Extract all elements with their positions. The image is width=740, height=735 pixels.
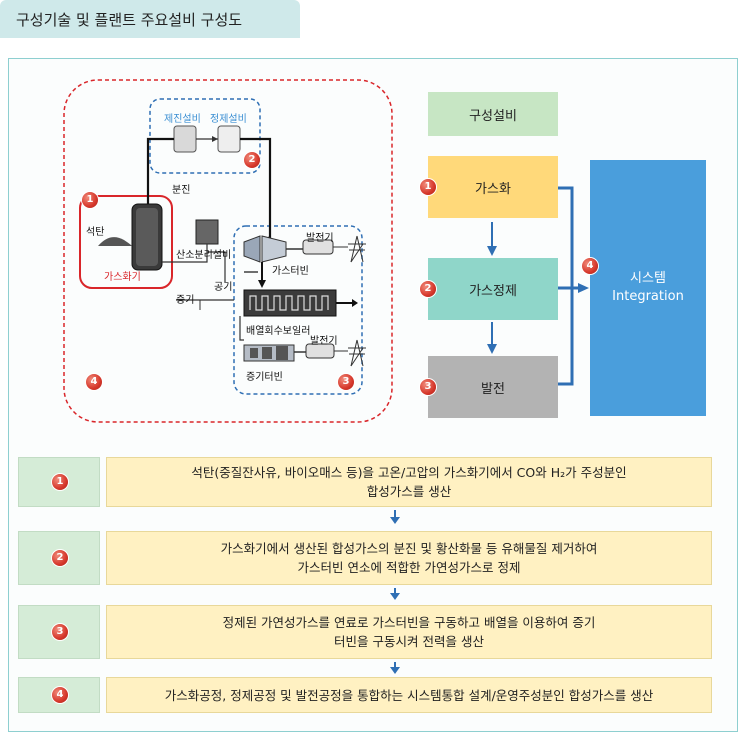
asu-unit	[195, 219, 219, 245]
step-1-line2: 합성가스를 생산	[366, 484, 452, 499]
step-4-badge: 4	[52, 687, 68, 703]
step-4-text: 가스화공정, 정제공정 및 발전공정을 통합하는 시스템통합 설계/운영주성분인…	[106, 677, 712, 713]
step-2-line2: 가스터빈 연소에 적합한 가연성가스로 정제	[297, 560, 521, 575]
step-arrow-2-head	[390, 593, 400, 600]
flow-gas-cleanup: 가스정제	[428, 258, 558, 320]
badge-1-flow: 1	[420, 179, 436, 195]
power-tower-bottom	[348, 339, 366, 367]
hrsg-label: 배열회수보일러	[246, 326, 311, 337]
purification-label: 정제설비	[210, 114, 247, 125]
flow-gasification: 가스화	[428, 156, 558, 218]
step-4-number-cell: 4	[18, 677, 100, 713]
purification-vessel	[217, 125, 241, 153]
cleanup-boundary	[149, 98, 261, 174]
step-1-badge: 1	[52, 474, 68, 490]
flow-header: 구성설비	[428, 92, 558, 136]
gas-turbine-label: 가스터빈	[272, 266, 309, 277]
flow-power-label: 발전	[481, 381, 505, 397]
step-2-text: 가스화기에서 생산된 합성가스의 분진 및 황산화물 등 유해물질 제거하여 가…	[106, 531, 712, 585]
step-arrow-3-head	[390, 667, 400, 674]
hrsg-unit	[243, 289, 337, 317]
title-tab: 구성기술 및 플랜트 주요설비 구성도	[0, 0, 300, 38]
coal-label: 석탄	[86, 227, 105, 238]
step-1-text: 석탄(중질잔사유, 바이오매스 등)을 고온/고압의 가스화기에서 CO와 H₂…	[106, 457, 712, 507]
badge-4-flow: 4	[582, 258, 598, 274]
badge-2-flow: 2	[420, 281, 436, 297]
step-3-badge: 3	[52, 624, 68, 640]
step-3-line1: 정제된 가연성가스를 연료로 가스터빈을 구동하고 배열을 이용하여 증기	[222, 615, 596, 630]
power-boundary	[233, 225, 363, 395]
dust-removal-label: 제진설비	[164, 114, 201, 125]
dust-label: 분진	[172, 185, 191, 196]
step-2-number-cell: 2	[18, 531, 100, 585]
air-label: 공기	[214, 282, 233, 293]
asu-label: 산소분리설비	[176, 250, 232, 261]
step-3-text: 정제된 가연성가스를 연료로 가스터빈을 구동하고 배열을 이용하여 증기 터빈…	[106, 605, 712, 659]
step-arrow-2	[394, 588, 396, 595]
step-3-number-cell: 3	[18, 605, 100, 659]
flow-gas-cleanup-label: 가스정제	[469, 283, 517, 299]
steam-turbine-label: 증기터빈	[246, 372, 283, 383]
badge-3-schematic: 3	[338, 374, 354, 390]
generator-top-label: 발전기	[306, 233, 334, 244]
badge-1-schematic: 1	[82, 192, 98, 208]
step-1-line1: 석탄(중질잔사유, 바이오매스 등)을 고온/고압의 가스화기에서 CO와 H₂…	[191, 465, 627, 480]
coal-pile	[98, 237, 132, 246]
gasifier-boundary	[79, 195, 173, 289]
gasifier-label: 가스화기	[104, 272, 141, 283]
gas-turbine-expander	[261, 235, 287, 263]
integration-boundary	[63, 79, 393, 423]
step-arrow-1-head	[390, 517, 400, 524]
flow-gasification-label: 가스화	[475, 181, 511, 197]
badge-2-schematic: 2	[244, 152, 260, 168]
generator-bottom-label: 발전기	[310, 336, 338, 347]
step-2-line1: 가스화기에서 생산된 합성가스의 분진 및 황산화물 등 유해물질 제거하여	[220, 541, 598, 556]
flow-power: 발전	[428, 356, 558, 418]
badge-4-schematic: 4	[86, 374, 102, 390]
step-2-badge: 2	[52, 550, 68, 566]
dust-removal-vessel	[173, 125, 197, 153]
system-label-line2: Integration	[612, 289, 684, 304]
step-arrow-3	[394, 662, 396, 669]
power-tower-top	[348, 235, 366, 263]
page-title: 구성기술 및 플랜트 주요설비 구성도	[16, 11, 243, 29]
step-3-line2: 터빈을 구동시켜 전력을 생산	[334, 634, 484, 649]
step-4-line1: 가스화공정, 정제공정 및 발전공정을 통합하는 시스템통합 설계/운영주성분인…	[164, 687, 654, 703]
steam-label: 증기	[176, 295, 195, 306]
flow-system-integration: 시스템 Integration	[590, 160, 706, 416]
step-1-number-cell: 1	[18, 457, 100, 507]
system-label-line1: 시스템	[630, 271, 666, 286]
step-arrow-1	[394, 510, 396, 519]
gas-turbine-compressor	[243, 235, 261, 263]
flow-header-label: 구성설비	[469, 108, 517, 124]
badge-3-flow: 3	[420, 379, 436, 395]
